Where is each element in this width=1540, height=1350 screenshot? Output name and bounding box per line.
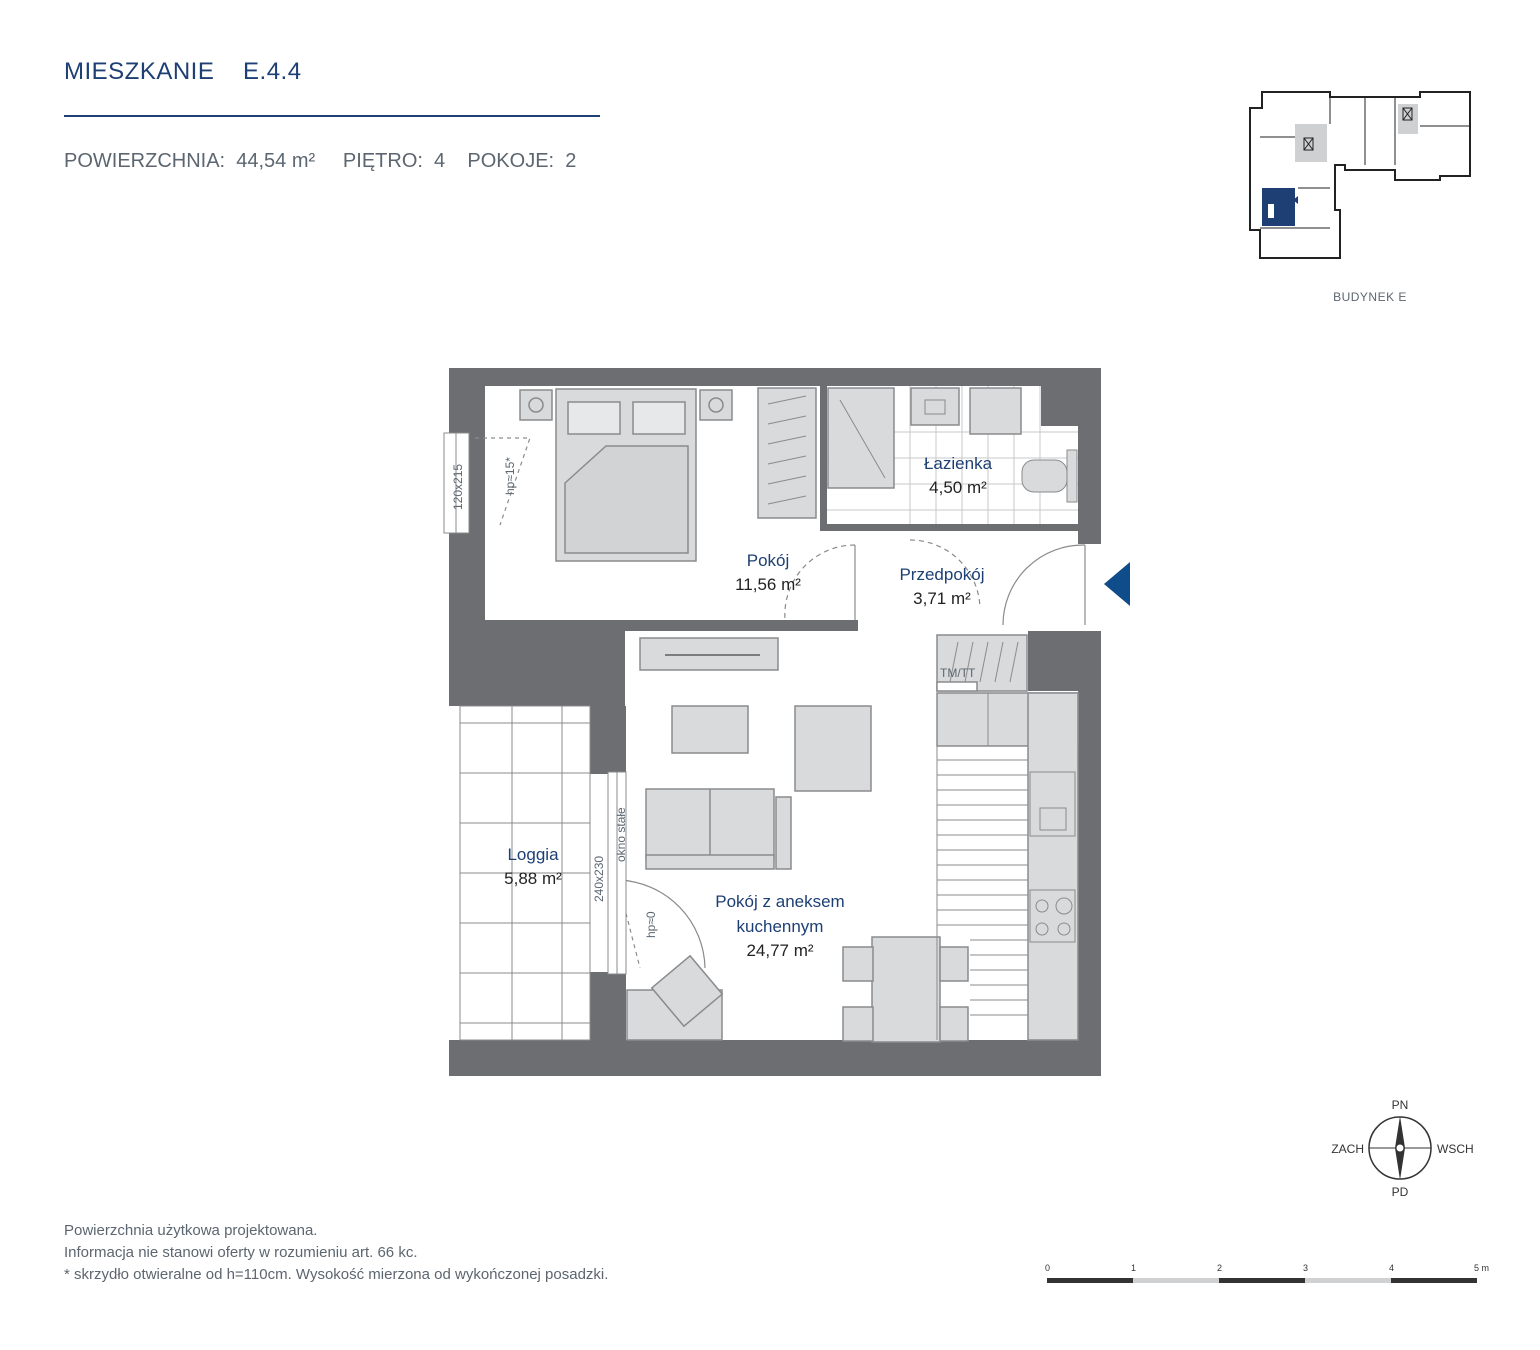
wardrobe-hangers: [767, 395, 807, 505]
wall-bath-bottom: [820, 524, 1078, 531]
wardrobe: [757, 387, 817, 519]
loggia-tiles: [459, 705, 591, 1041]
wall-bath-left: [820, 386, 827, 531]
wall-bedroom-bottom: [485, 620, 858, 631]
washbasin: [910, 387, 960, 426]
scale-tick-4: 4: [1389, 1263, 1394, 1273]
wall-right-block: [1028, 631, 1101, 691]
footer-note-2: Informacja nie stanowi oferty w rozumien…: [64, 1244, 418, 1261]
key-plan: [1249, 91, 1471, 259]
compass: PN PD ZACH WSCH: [1331, 1098, 1473, 1199]
room-area-loggia: 5,88 m²: [504, 869, 562, 888]
dining-table: [871, 936, 941, 1043]
hall-wardrobe-hangers: [949, 641, 1019, 683]
compass-south: PD: [1392, 1185, 1409, 1199]
living-furniture: [626, 637, 969, 1043]
walls: [449, 368, 1101, 1076]
chair: [842, 946, 874, 982]
chair: [939, 1006, 969, 1042]
room-area-lazienka: 4,50 m²: [929, 478, 987, 497]
bathroom: [827, 386, 1078, 524]
wall-loggia-upper: [590, 706, 626, 774]
kitchen: [936, 692, 1079, 1041]
toilet: [1021, 459, 1068, 493]
scale-tick-1: 1: [1131, 1263, 1136, 1273]
wall-bath-corner: [1041, 386, 1078, 426]
tm-tt-label: TM/TT: [940, 666, 976, 680]
room-area-salon: 24,77 m²: [746, 941, 813, 960]
compass-east: WSCH: [1437, 1142, 1474, 1156]
window-fixed-note: okno stałe: [614, 807, 628, 862]
wall-right-upper: [1078, 386, 1101, 544]
nightstand-right: [699, 389, 733, 421]
chair: [939, 946, 969, 982]
key-plan-label: BUDYNEK E: [1333, 290, 1407, 304]
desk-chair: [650, 954, 724, 1028]
door-hp-note: hp≈0: [644, 911, 658, 938]
armchair: [794, 705, 872, 792]
scale-tick-2: 2: [1217, 1263, 1222, 1273]
title-divider: [64, 115, 600, 117]
window-hp-1: hp≈15*: [503, 457, 517, 495]
room-name-lazienka: Łazienka: [924, 454, 993, 473]
tv-unit: [639, 637, 779, 671]
washer: [969, 387, 1022, 435]
doors: [448, 433, 1086, 969]
scale-tick-0: 0: [1045, 1263, 1050, 1273]
wall-top: [449, 368, 1101, 386]
wall-left-block: [485, 631, 625, 706]
room-name-salon-line1: Pokój z aneksem: [715, 892, 844, 911]
room-name-pokoj: Pokój: [747, 551, 790, 570]
nightstand-left: [519, 389, 553, 421]
window-size-2: 240x230: [592, 856, 606, 902]
apartment-summary: POWIERZCHNIA: 44,54 m² PIĘTRO: 4 POKOJE:…: [64, 150, 577, 172]
apartment-title: MIESZKANIE E.4.4: [64, 58, 302, 85]
wall-bottom: [449, 1040, 1101, 1076]
hall-wardrobe: [936, 634, 1028, 692]
windows: [443, 432, 627, 975]
toilet-tank: [1066, 449, 1078, 503]
shower: [827, 387, 895, 489]
scale-tick-3: 3: [1303, 1263, 1308, 1273]
room-name-salon-line2: kuchennym: [737, 917, 824, 936]
entrance-marker: [1104, 562, 1130, 606]
coffee-table: [671, 705, 749, 754]
window-size-1: 120x215: [451, 464, 465, 510]
room-name-przedpokoj: Przedpokój: [899, 565, 984, 584]
wall-right-lower: [1078, 631, 1101, 1076]
apartment-highlight: [1262, 188, 1295, 226]
footer-note-3: * skrzydło otwieralne od h=110cm. Wysoko…: [64, 1266, 609, 1283]
room-area-przedpokoj: 3,71 m²: [913, 589, 971, 608]
footer-note-1: Powierzchnia użytkowa projektowana.: [64, 1222, 318, 1239]
compass-west: ZACH: [1331, 1142, 1364, 1156]
scale-bar: 0 1 2 3 4 5 m: [1045, 1263, 1489, 1283]
compass-north: PN: [1392, 1098, 1409, 1112]
wall-left-upper: [449, 368, 485, 706]
scale-tick-5: 5 m: [1474, 1263, 1489, 1273]
room-area-pokoj: 11,56 m²: [735, 575, 801, 594]
room-name-loggia: Loggia: [507, 845, 559, 864]
kitchen-floor-lines: [936, 746, 1028, 1040]
bedroom-furniture: [519, 387, 817, 562]
chair: [842, 1006, 874, 1042]
